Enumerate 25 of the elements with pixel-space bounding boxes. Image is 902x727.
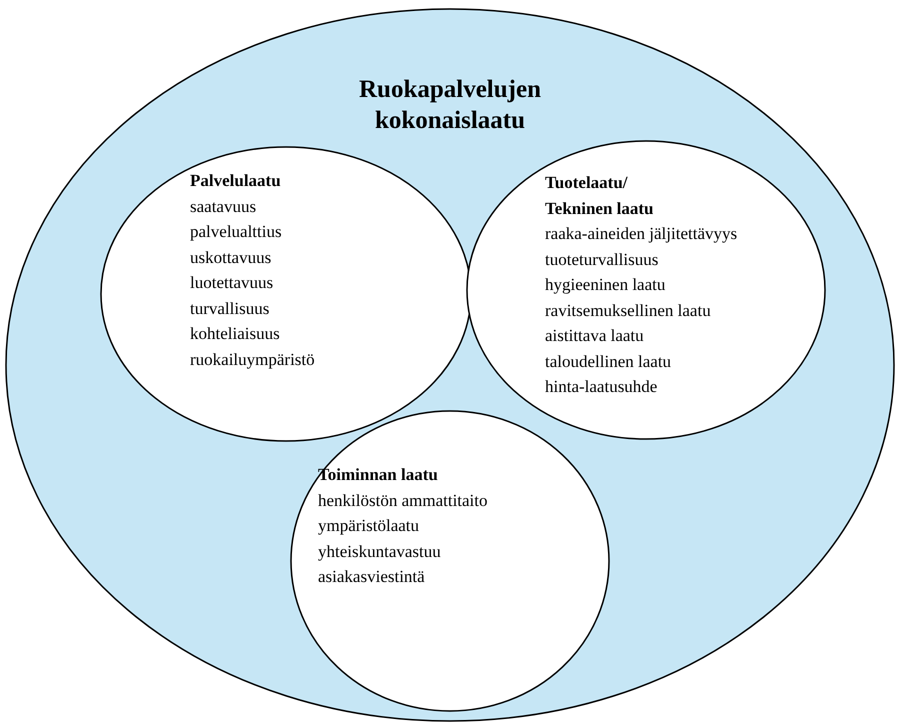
list-item: saatavuus xyxy=(190,196,258,218)
list-item: ravitsemuksellinen laatu xyxy=(545,300,712,322)
list-item: hygieeninen laatu xyxy=(545,274,666,296)
section-heading: Palvelulaatu xyxy=(190,170,282,192)
circle xyxy=(100,146,472,442)
list-item: yhteiskuntavastuu xyxy=(318,540,442,563)
list-item: henkilöstön ammattitaito xyxy=(318,490,489,512)
list-item: uskottavuus xyxy=(190,246,272,268)
list-item: ruokailuympäristö xyxy=(190,348,316,371)
list-item: ympäristölaatu xyxy=(318,515,420,537)
list-item: asiakasviestintä xyxy=(318,566,426,588)
circle xyxy=(466,140,826,440)
list-item: taloudellinen laatu xyxy=(545,350,672,372)
list-item: luotettavuus xyxy=(190,272,274,294)
list-item: aistittava laatu xyxy=(545,325,645,347)
list-item: palvelualttius xyxy=(190,221,283,243)
ellipse-heading: Ruokapalvelujen kokonaislaatu xyxy=(358,75,542,136)
circle xyxy=(290,410,610,712)
list-item: raaka-aineiden jäljitettävyys xyxy=(545,223,738,245)
section-heading: Toiminnan laatu xyxy=(318,464,439,486)
list-item: hinta-laatusuhde xyxy=(545,376,658,398)
outer-ellipse xyxy=(5,8,895,722)
list-item: kohteliaisuus xyxy=(190,323,281,345)
list-item: turvallisuus xyxy=(190,298,270,320)
list-item: tuoteturvallisuus xyxy=(545,248,660,270)
